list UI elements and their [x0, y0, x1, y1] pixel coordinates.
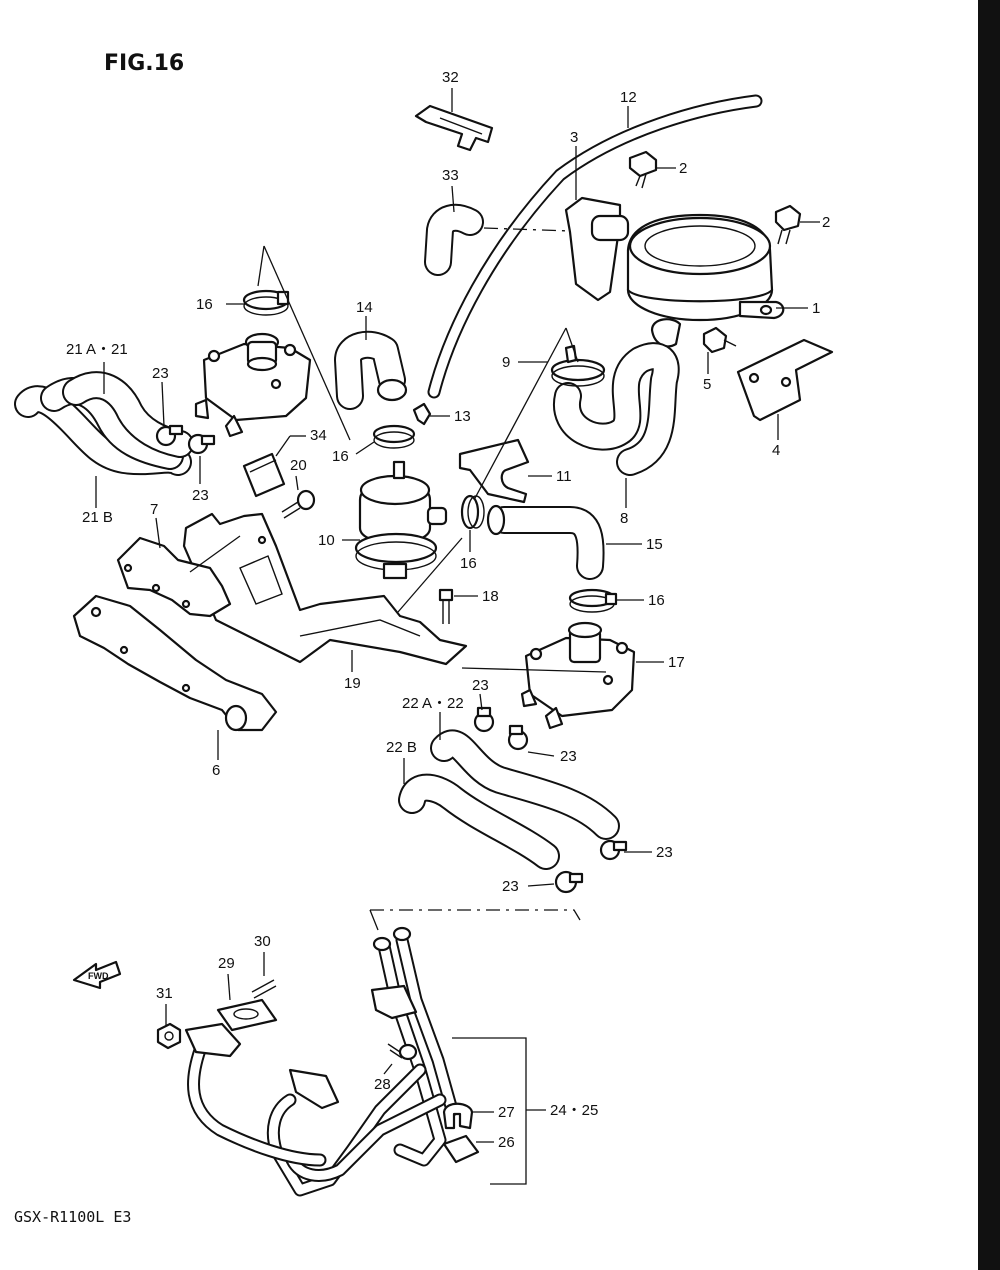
- part-23-clamp-f: [554, 870, 584, 894]
- part-16-clamp-b: [372, 424, 416, 449]
- callout-26: 26: [498, 1134, 515, 1151]
- callout-20: 20: [290, 457, 307, 474]
- callout-3: 3: [570, 129, 578, 146]
- part-15-elbow-hose: [486, 504, 605, 580]
- callout-14: 14: [356, 299, 373, 316]
- callout-33: 33: [442, 167, 459, 184]
- callout-21b: 21 B: [82, 509, 113, 526]
- part-14-elbow-hose: [334, 330, 408, 410]
- callout-6: 6: [212, 762, 220, 779]
- part-10-cut-valve: [354, 460, 448, 580]
- callout-24-25: 24・25: [550, 1102, 598, 1119]
- callout-29: 29: [218, 955, 235, 972]
- callout-23: 23: [152, 365, 169, 382]
- part-4-bracket: [736, 338, 834, 422]
- part-12-tube: [427, 94, 763, 399]
- fwd-arrow-label: FWD: [88, 971, 109, 981]
- part-29-gasket: [216, 998, 278, 1032]
- callout-2: 2: [679, 160, 687, 177]
- part-16-clamp-a: [242, 289, 290, 316]
- fwd-arrow-icon: FWD: [72, 960, 122, 990]
- callout-22a-22: 22 A・22: [402, 695, 464, 712]
- guide-line-lower: [370, 909, 581, 921]
- callout-27: 27: [498, 1104, 515, 1121]
- part-22-hoses: [398, 729, 620, 870]
- part-24-25-pipe-assembly: [184, 926, 459, 1197]
- part-23-clamp-b: [187, 433, 216, 455]
- part-30-stud: [251, 979, 277, 999]
- part-26-clip: [442, 1134, 480, 1164]
- callout-13: 13: [454, 408, 471, 425]
- part-7-bracket: [116, 536, 232, 618]
- callout-1: 1: [812, 300, 820, 317]
- part-17-pair-valve: [520, 621, 636, 730]
- callout-15: 15: [646, 536, 663, 553]
- callout-28: 28: [374, 1076, 391, 1093]
- part-23-clamp-a: [155, 424, 184, 447]
- callout-labels: 1 2 2 3 4 5 6 7 8 9 10 11 12 13 14 15 16…: [66, 69, 830, 1151]
- callout-34: 34: [310, 427, 327, 444]
- part-11-bracket: [458, 438, 530, 504]
- callout-16: 16: [648, 592, 665, 609]
- callout-23: 23: [560, 748, 577, 765]
- callout-4: 4: [772, 442, 780, 459]
- part-21-hoses: [14, 371, 194, 476]
- part-1-reed-valve-cover: [564, 196, 785, 348]
- part-33-elbow-hose: [424, 203, 484, 276]
- part-13-clamp: [412, 402, 432, 426]
- part-16-clamp-d: [568, 588, 618, 613]
- part-8-hose: [553, 342, 680, 476]
- part-16-clamp-c: [460, 494, 485, 530]
- callout-10: 10: [318, 532, 335, 549]
- callout-23: 23: [656, 844, 673, 861]
- part-5-bolt: [702, 326, 737, 354]
- callout-5: 5: [703, 376, 711, 393]
- callout-31: 31: [156, 985, 173, 1002]
- leader-lines: [95, 88, 820, 1185]
- part-9-clamp: [550, 344, 606, 387]
- callout-17: 17: [668, 654, 685, 671]
- figure-title: FIG.16: [104, 51, 184, 76]
- part-28-bolt: [387, 1043, 418, 1061]
- part-2-bolt-a: [628, 150, 658, 189]
- callout-16: 16: [460, 555, 477, 572]
- scan-edge-strip: [978, 0, 1000, 1270]
- callout-23: 23: [472, 677, 489, 694]
- part-34-pad: [242, 452, 286, 498]
- callout-30: 30: [254, 933, 271, 950]
- callout-19: 19: [344, 675, 361, 692]
- callout-21a-21: 21 A・21: [66, 341, 128, 358]
- callout-16: 16: [196, 296, 213, 313]
- callout-11: 11: [556, 468, 572, 485]
- callout-7: 7: [150, 501, 158, 518]
- guide-line-lower-b: [369, 909, 379, 931]
- callout-8: 8: [620, 510, 628, 527]
- part-2-bolt-b: [774, 204, 802, 245]
- callout-2: 2: [822, 214, 830, 231]
- part-32-clip: [414, 104, 494, 152]
- part-31-nut: [156, 1022, 182, 1050]
- callout-18: 18: [482, 588, 499, 605]
- part-23-clamp-e: [599, 839, 628, 861]
- part-27-clip: [442, 1102, 474, 1130]
- callout-23: 23: [502, 878, 519, 895]
- callout-32: 32: [442, 69, 459, 86]
- pair-valve-left: [194, 332, 312, 438]
- model-code: GSX-R1100L E3: [14, 1208, 131, 1226]
- part-20-bolt: [281, 489, 316, 519]
- callout-22b: 22 B: [386, 739, 417, 756]
- part-23-clamp-d: [507, 724, 529, 751]
- part-6-bracket: [72, 594, 278, 732]
- part-23-clamp-c: [473, 706, 495, 733]
- callout-23: 23: [192, 487, 209, 504]
- part-18-bolt: [438, 588, 454, 624]
- callout-12: 12: [620, 89, 637, 106]
- callout-9: 9: [502, 354, 510, 371]
- callout-16: 16: [332, 448, 349, 465]
- part-19-bracket: [182, 512, 468, 666]
